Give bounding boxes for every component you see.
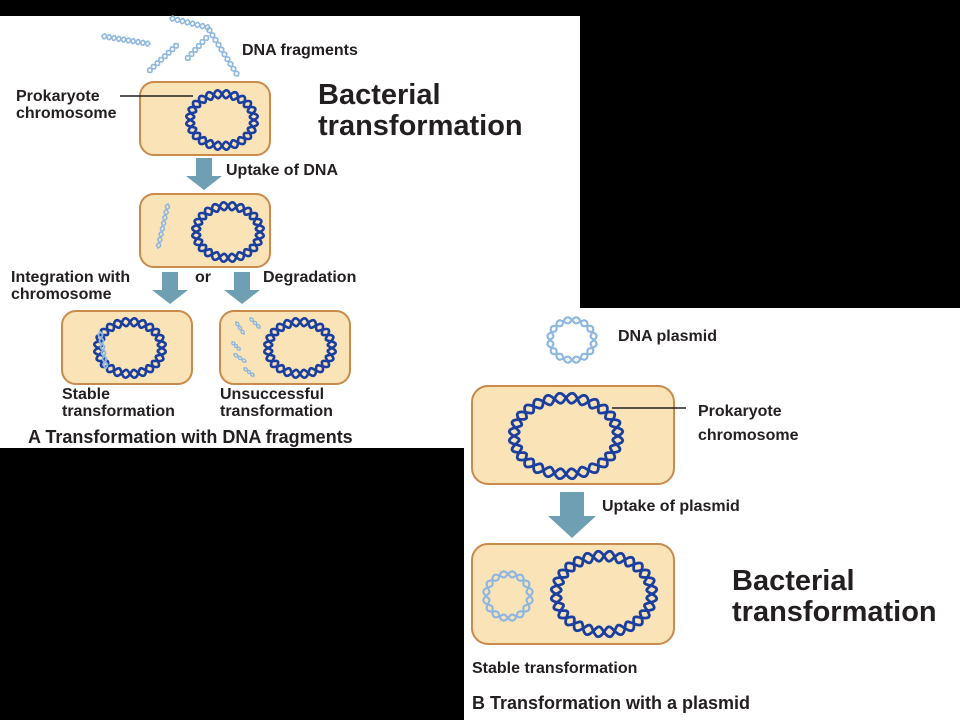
degraded-fragments-icon bbox=[231, 317, 261, 377]
dna-plasmid-icon bbox=[546, 316, 598, 364]
chromosome-b1-icon bbox=[507, 391, 625, 481]
integration-arrow bbox=[152, 272, 188, 304]
label-uptake-plasmid: Uptake of plasmid bbox=[602, 498, 740, 515]
chromosome-unsuccessful-icon bbox=[262, 316, 338, 380]
panel-a-diagram bbox=[61, 15, 351, 385]
panel-b-plasmid: DNA plasmid Prokaryote chromosome Uptake… bbox=[464, 308, 960, 720]
label-uptake-dna: Uptake of DNA bbox=[226, 162, 339, 179]
label-prokaryote-chromosome-b: Prokaryote chromosome bbox=[698, 403, 799, 444]
degradation-arrow bbox=[224, 272, 260, 304]
label-or: or bbox=[195, 269, 211, 286]
chromosome-stable-icon bbox=[92, 316, 168, 380]
chromosome-initial-icon bbox=[184, 88, 260, 152]
label-degradation: Degradation bbox=[263, 269, 357, 286]
fragment-inside-icon bbox=[155, 203, 171, 249]
label-dna-plasmid: DNA plasmid bbox=[618, 328, 717, 345]
dna-fragments-icon bbox=[101, 15, 240, 77]
panel-b-caption: B Transformation with a plasmid bbox=[472, 693, 751, 713]
label-stable-b: Stable transformation bbox=[472, 660, 638, 677]
label-integration: Integration with chromosome bbox=[11, 269, 131, 303]
label-stable: Stable transformation bbox=[62, 386, 175, 420]
uptake-arrow bbox=[186, 158, 222, 190]
panel-b-diagram bbox=[471, 316, 686, 645]
panel-a-caption: A Transformation with DNA fragments bbox=[28, 427, 353, 447]
chromosome-b2-icon bbox=[549, 549, 659, 639]
uptake-plasmid-arrow bbox=[548, 492, 596, 538]
panel-b-title: Bacterial transformation bbox=[732, 565, 937, 628]
panel-a-title: Bacterial transformation bbox=[318, 79, 523, 142]
label-prokaryote-chromosome: Prokaryote chromosome bbox=[16, 88, 117, 122]
panel-a-fragments: DNA fragments Prokaryote chromosome Bact… bbox=[0, 15, 580, 448]
label-dna-fragments: DNA fragments bbox=[242, 42, 358, 59]
plasmid-inside-icon bbox=[482, 570, 534, 622]
cell-stable bbox=[61, 310, 193, 385]
chromosome-after-uptake-icon bbox=[190, 200, 266, 264]
cell-after-plasmid bbox=[471, 543, 675, 645]
label-unsuccessful: Unsuccessful transformation bbox=[220, 386, 333, 420]
